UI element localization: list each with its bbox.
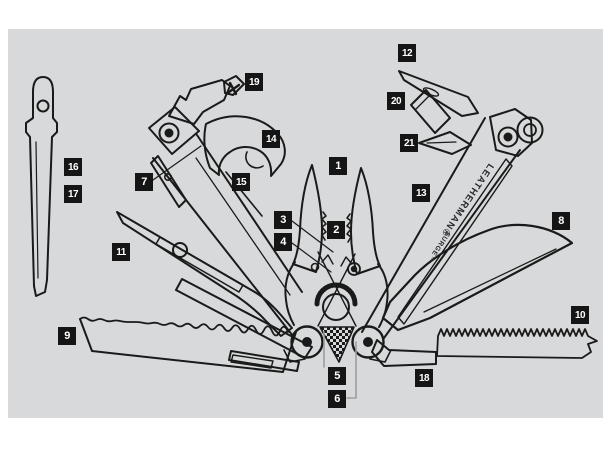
chisel-tool (410, 89, 451, 134)
wire-cutters (321, 254, 353, 267)
part-label-15: 15 (232, 173, 250, 191)
saw-blade (436, 328, 598, 359)
part-label-13: 13 (412, 184, 430, 202)
part-label-16: 16 (64, 158, 82, 176)
part-label-4: 4 (274, 233, 292, 251)
pivot-left (283, 325, 324, 363)
part-label-12: 12 (398, 44, 416, 62)
leader-lines-dark (152, 145, 334, 273)
part-label-14: 14 (262, 130, 280, 148)
part-label-18: 18 (415, 369, 433, 387)
right-handle (361, 108, 544, 339)
part-label-2: 2 (327, 221, 345, 239)
pliers-head (284, 251, 389, 363)
part-label-7: 7 (135, 173, 153, 191)
phillips-bit (223, 75, 245, 96)
scissors (116, 211, 313, 359)
part-label-5: 5 (328, 367, 346, 385)
diagram-panel (8, 29, 603, 418)
part-label-17: 17 (64, 185, 82, 203)
leader-lines-gray (323, 331, 357, 399)
pivot-right (351, 325, 392, 363)
knife-blade (381, 223, 574, 332)
part-label-20: 20 (387, 92, 405, 110)
tool-tang (371, 339, 437, 367)
part-label-3: 3 (274, 211, 292, 229)
part-label-21: 21 (400, 134, 418, 152)
part-label-8: 8 (552, 212, 570, 230)
replaceable-blade (25, 76, 58, 297)
part-label-9: 9 (58, 327, 76, 345)
lock-lever (150, 155, 187, 208)
bit-driver (168, 75, 245, 125)
pliers-jaws (292, 164, 381, 275)
lanyard-ring (516, 116, 544, 144)
part-label-19: 19 (245, 73, 263, 91)
file-tool (228, 350, 300, 372)
part-label-1: 1 (329, 157, 347, 175)
blade-mount-hole (36, 99, 50, 113)
left-handle (148, 106, 303, 337)
awl-spike (418, 131, 472, 155)
part-label-10: 10 (571, 306, 589, 324)
bit-storage (319, 326, 355, 363)
part-label-6: 6 (328, 390, 346, 408)
part-label-11: 11 (112, 243, 130, 261)
